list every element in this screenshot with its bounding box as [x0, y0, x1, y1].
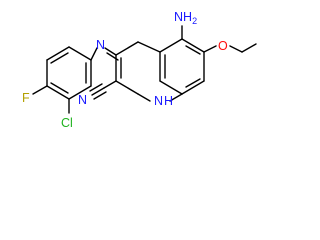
nitrile-nitrogen-label: N: [78, 93, 87, 107]
pyridine-ring: [115, 41, 183, 102]
anilino-nitrogen-label: N: [96, 38, 105, 52]
halophenyl-ring: [32, 46, 92, 114]
ether-oxygen-label: O: [218, 39, 228, 53]
amine-label: NH2: [174, 10, 197, 26]
ring-nitrogen-label: N: [154, 94, 163, 108]
chlorine-label: Cl: [61, 116, 73, 130]
ring-nh-hydrogen-label: H: [164, 94, 173, 108]
anilino-linkage: [90, 47, 119, 61]
fluorine-label: F: [22, 91, 30, 105]
substituent-bonds: [89, 25, 257, 100]
chemical-structure: NH2 O N N H N F Cl: [22, 10, 257, 130]
benzo-ring: [159, 38, 205, 95]
